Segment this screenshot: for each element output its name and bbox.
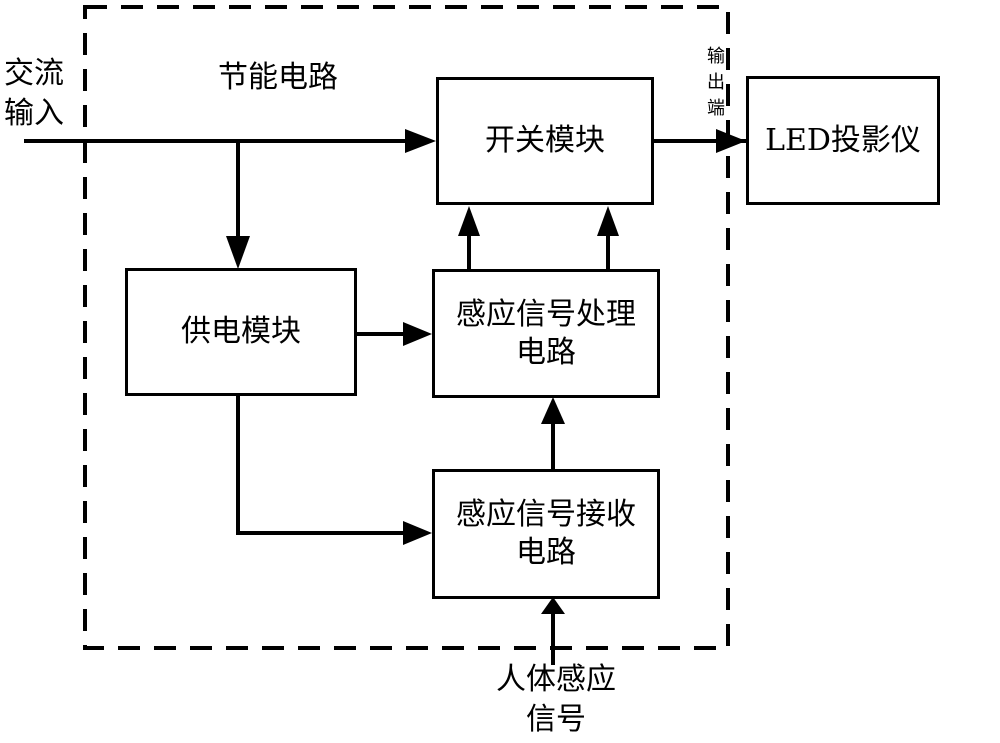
human-signal-label-line-2: 信号	[526, 702, 586, 737]
ac-input-label-line-2: 输入	[4, 96, 64, 131]
arrow-up-to-switch-2	[597, 206, 619, 236]
output-label-char-2: 出	[707, 72, 725, 93]
signal-processing-block: 感应信号处理 电路	[432, 269, 660, 398]
human-signal-label: 人体感应 信号	[476, 660, 636, 740]
frame-title: 节能电路	[218, 60, 338, 95]
ac-input-label: 交流 输入	[4, 54, 64, 134]
output-terminal-label: 输 出 端	[705, 44, 727, 122]
signal-processing-label-line-2: 电路	[516, 334, 576, 370]
switch-module-label: 开关模块	[485, 123, 605, 158]
switch-module-block: 开关模块	[436, 77, 654, 205]
signal-processing-label-line-1: 感应信号处理	[456, 296, 636, 332]
arrow-to-switch	[405, 129, 436, 153]
signal-receiving-block: 感应信号接收 电路	[432, 469, 660, 599]
arrow-up-to-processing	[541, 397, 565, 424]
human-signal-label-line-1: 人体感应	[496, 662, 616, 697]
arrow-to-processing	[403, 322, 432, 346]
signal-receiving-label-line-2: 电路	[516, 535, 576, 570]
arrow-up-to-switch-1	[458, 206, 480, 236]
power-supply-module-label: 供电模块	[181, 314, 301, 349]
power-supply-module-block: 供电模块	[125, 268, 357, 396]
output-label-char-1: 输	[707, 46, 725, 67]
led-projector-label: LED投影仪	[765, 122, 921, 158]
led-projector-block: LED投影仪	[746, 76, 940, 205]
ac-input-label-line-1: 交流	[4, 56, 64, 91]
power-to-receiving-line	[236, 395, 405, 535]
arrow-to-receiving	[403, 521, 432, 545]
signal-receiving-label-line-1: 感应信号接收	[456, 497, 636, 532]
energy-saving-frame	[83, 5, 730, 650]
arrow-up-to-receiving	[541, 597, 565, 614]
output-label-char-3: 端	[707, 98, 725, 119]
arrow-to-led	[716, 129, 746, 153]
arrow-to-power	[226, 236, 250, 269]
